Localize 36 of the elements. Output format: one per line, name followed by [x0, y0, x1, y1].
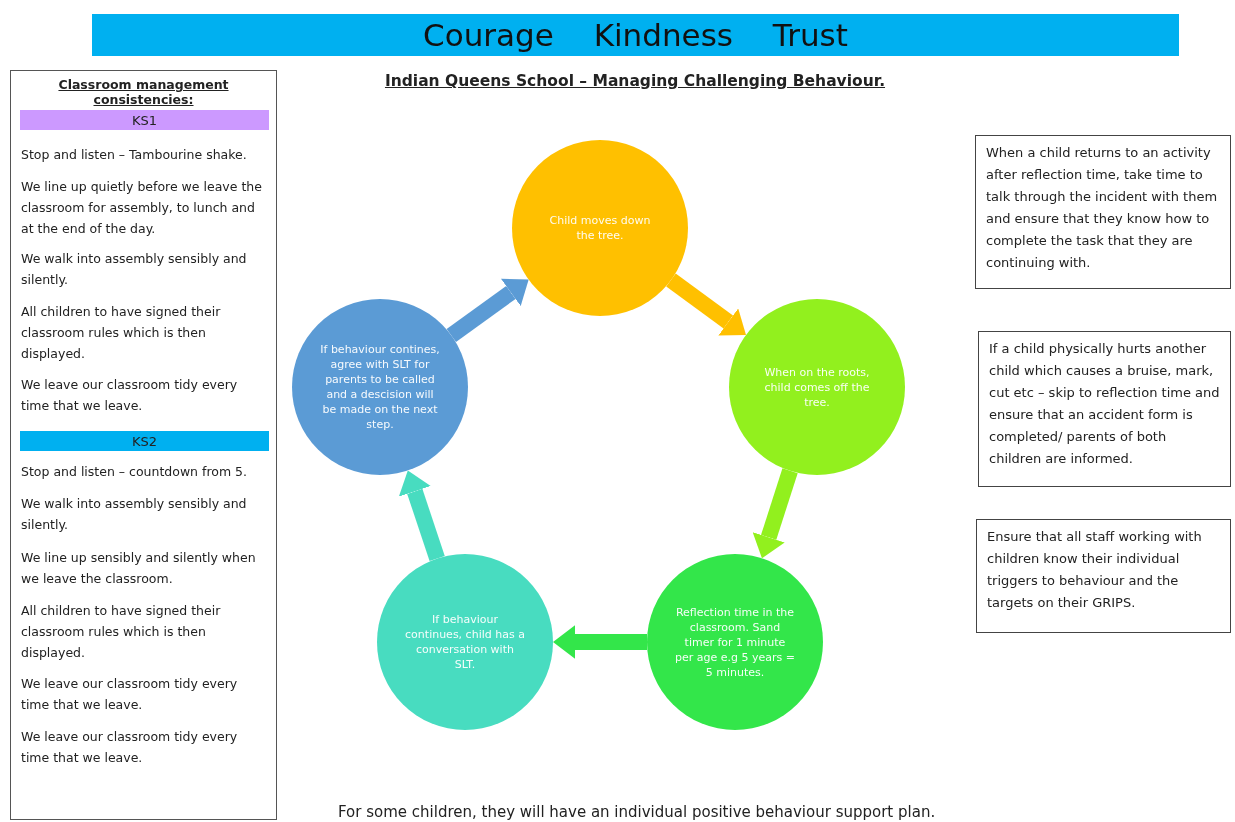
values-banner — [92, 14, 1179, 56]
page-title: Indian Queens School – Managing Challenging Behaviour. — [383, 72, 887, 90]
key-stage-label: KS1 — [131, 112, 158, 128]
rule-text: We walk into assembly sensibly and silently. — [21, 495, 248, 534]
rule-text: We line up sensibly and silently when we leave the classroom. — [21, 549, 257, 588]
note-text: When a child returns to an activity after reflection time, take time to talk through the incident with them and ensure that they know how to complete the task that they are continuing with. — [986, 144, 1219, 272]
note-card — [975, 135, 1231, 289]
step-text: When on the roots, child comes off the tree. — [763, 364, 871, 410]
rule-text: We leave our classroom tidy every time that we leave. — [21, 728, 239, 767]
key-stage-band — [20, 110, 269, 130]
rule-text: We walk into assembly sensibly and silently. — [21, 250, 248, 289]
block-arrow — [666, 273, 746, 336]
note-card — [978, 331, 1231, 487]
step-text: If behaviour continues, child has a conversation with SLT. — [404, 612, 526, 672]
step-text: Child moves down the tree. — [548, 213, 652, 243]
rule-text: Stop and listen – countdown from 5. — [21, 463, 248, 481]
rule-text: All children to have signed their classroom rules which is then displayed. — [21, 303, 222, 363]
panel-heading: Classroom management consistencies: — [57, 77, 230, 107]
block-arrow — [553, 625, 647, 659]
rule-text: We leave our classroom tidy every time that we leave. — [21, 376, 239, 415]
rule-text: All children to have signed their classroom rules which is then displayed. — [21, 602, 222, 662]
rule-text: Stop and listen – Tambourine shake. — [21, 146, 248, 164]
note-card — [976, 519, 1231, 633]
rule-text: We leave our classroom tidy every time that we leave. — [21, 675, 239, 714]
rules-panel — [10, 70, 277, 820]
note-text: If a child physically hurts another child which causes a bruise, mark, cut etc – skip to reflection time and ensure that an accident form is completed/ parents of both children are informed. — [989, 340, 1220, 468]
page-caption: For some children, they will have an individual positive behaviour support plan. — [338, 803, 936, 821]
block-arrow — [752, 468, 798, 559]
key-stage-label: KS2 — [131, 433, 158, 449]
step-text: Reflection time in the classroom. Sand timer for 1 minute per age e.g 5 years = 5 minutes. — [674, 604, 796, 680]
rule-text: We line up quietly before we leave the classroom for assembly, to lunch and at the end of the day. — [21, 178, 263, 238]
values-text: Courage Kindness Trust — [423, 17, 848, 53]
step-text: If behaviour contines, agree with SLT for parents to be called and a descision will be made on the next step. — [319, 342, 441, 432]
note-text: Ensure that all staff working with children know their individual triggers to behaviour and the targets on their GRIPS. — [987, 528, 1203, 612]
block-arrow — [398, 470, 445, 562]
key-stage-band — [20, 431, 269, 451]
